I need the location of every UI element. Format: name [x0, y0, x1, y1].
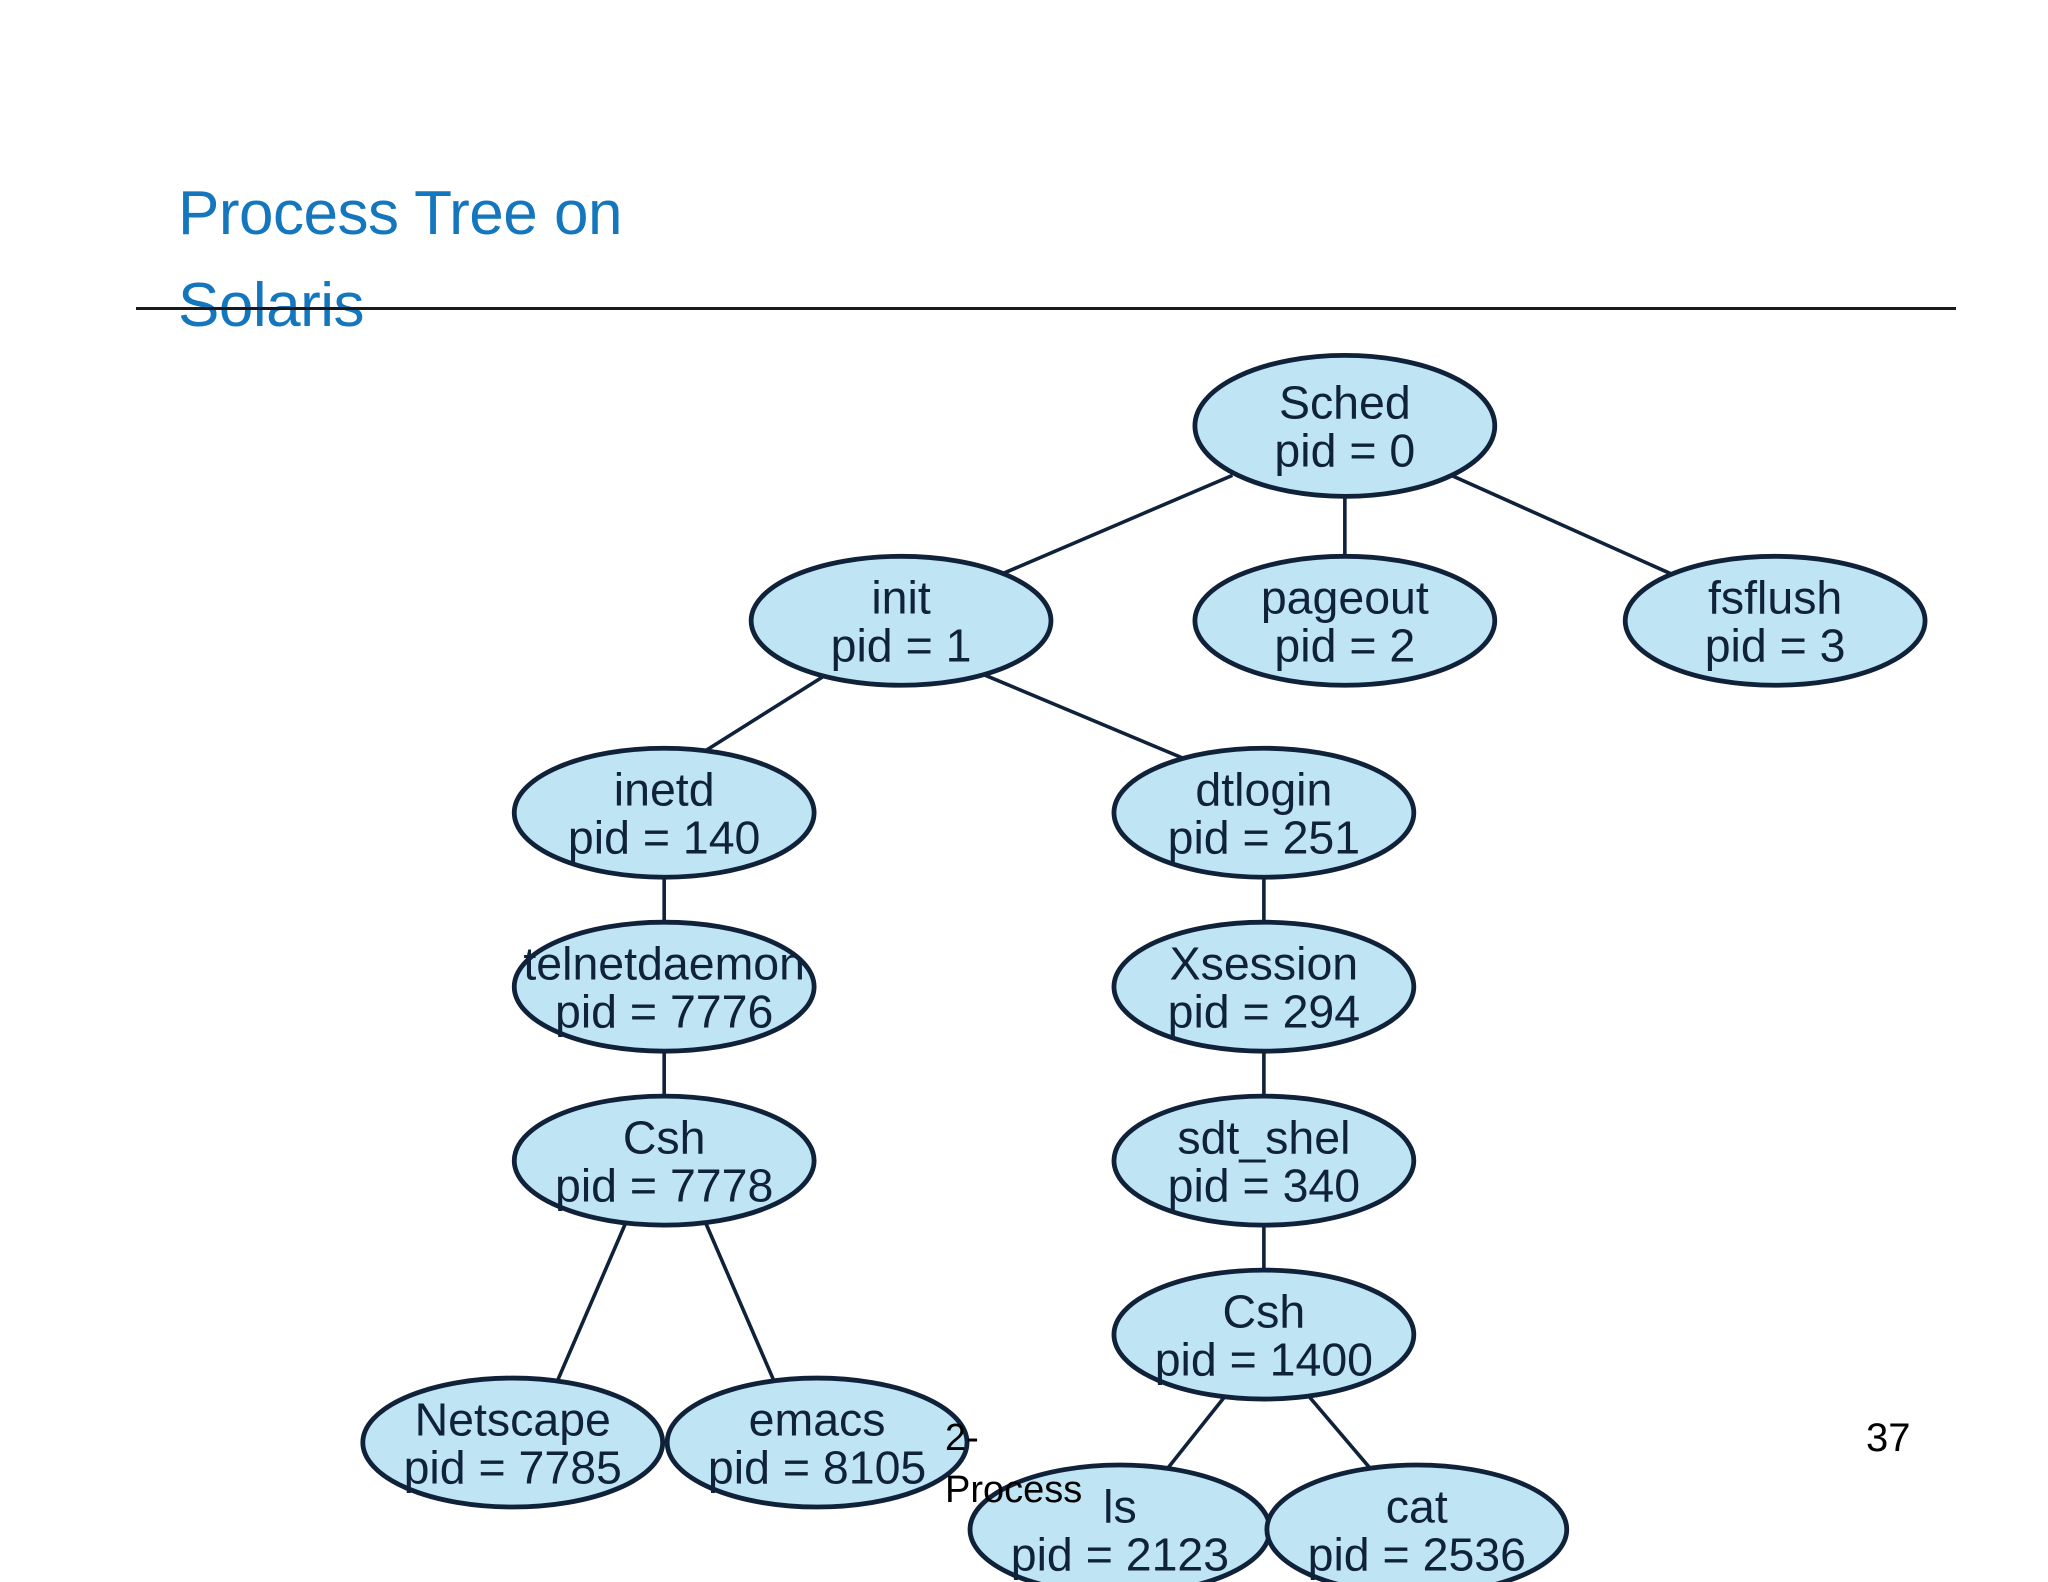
node-shape — [511, 1093, 817, 1228]
node-pid-label: pid = 140 — [568, 812, 760, 864]
edge-sched-to-fsflush — [1450, 473, 1683, 581]
edge-sched-to-init — [993, 473, 1234, 579]
node-name-label: Xsession — [1170, 937, 1359, 989]
node-pid-label: pid = 1400 — [1155, 1333, 1373, 1385]
edge-layer — [553, 473, 1683, 1477]
page-number: 37 — [1866, 1416, 1911, 1460]
node-pid-label: pid = 2536 — [1308, 1528, 1526, 1580]
node-shape — [748, 553, 1054, 688]
node-pid-label: pid = 7778 — [555, 1159, 773, 1211]
node-pid-label: pid = 294 — [1168, 985, 1360, 1037]
node-shape — [1111, 919, 1417, 1054]
node-name-label: cat — [1386, 1480, 1448, 1532]
edge-csh7778-to-netscape — [553, 1219, 629, 1388]
node-name-label: emacs — [749, 1393, 886, 1445]
node-name-label: dtlogin — [1195, 764, 1332, 816]
node-shape — [1111, 1093, 1417, 1228]
node-name-label: Csh — [623, 1111, 706, 1163]
node-pid-label: pid = 251 — [1168, 812, 1360, 864]
node-shape — [1192, 352, 1498, 499]
node-name-label: pageout — [1261, 572, 1429, 624]
edge-init-to-dtlogin — [979, 671, 1186, 761]
node-name-label: Netscape — [415, 1393, 611, 1445]
node-name-label: Csh — [1223, 1285, 1306, 1337]
edge-init-to-inetd — [703, 673, 828, 753]
node-shape — [1264, 1462, 1570, 1582]
node-shape — [664, 1375, 970, 1510]
node-pid-label: pid = 2 — [1274, 620, 1415, 672]
node-pid-label: pid = 2123 — [1011, 1528, 1229, 1580]
edge-csh1400-to-ls — [1160, 1393, 1228, 1477]
node-name-label: inetd — [614, 764, 715, 816]
node-name-label: telnetdaemon — [523, 937, 805, 989]
node-name-label: Sched — [1279, 377, 1411, 429]
footer-note: 2- Process — [945, 1417, 1083, 1511]
node-name-label: ls — [1103, 1480, 1137, 1532]
node-pid-label: pid = 7776 — [555, 985, 773, 1037]
node-name-label: init — [871, 572, 930, 624]
page-title: Process Tree on Solaris — [178, 179, 622, 340]
node-shape — [360, 1375, 666, 1510]
node-pid-label: pid = 7785 — [404, 1441, 622, 1493]
title-divider — [136, 307, 1956, 310]
node-shape — [511, 745, 817, 880]
node-pid-label: pid = 340 — [1168, 1159, 1360, 1211]
node-pid-label: pid = 0 — [1274, 425, 1415, 477]
node-name-label: sdt_shel — [1177, 1111, 1350, 1163]
node-name-label: fsflush — [1708, 572, 1842, 624]
node-pid-label: pid = 3 — [1705, 620, 1846, 672]
node-pid-label: pid = 1 — [831, 620, 972, 672]
node-shape — [1111, 1267, 1417, 1402]
node-pid-label: pid = 8105 — [708, 1441, 926, 1493]
edge-csh7778-to-emacs — [703, 1219, 779, 1388]
node-shape — [1622, 553, 1928, 688]
node-shape — [1111, 745, 1417, 880]
node-shape — [511, 919, 817, 1054]
edge-csh1400-to-cat — [1305, 1393, 1378, 1477]
node-shape — [1192, 553, 1498, 688]
